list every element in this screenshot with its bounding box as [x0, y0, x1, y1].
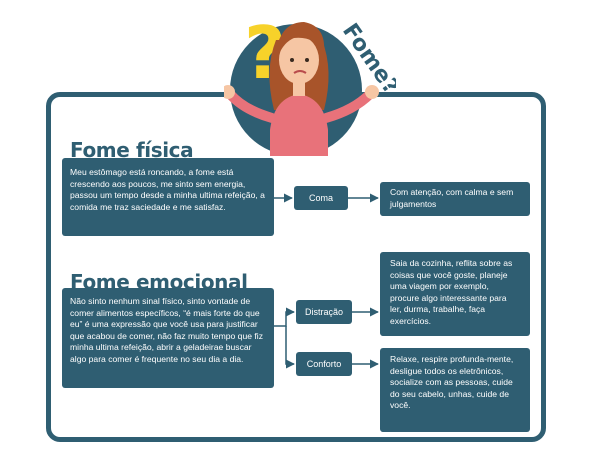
- action-eat-tag: Coma: [294, 186, 348, 210]
- comfort-advice-box: Relaxe, respire profunda-mente, desligue…: [380, 348, 530, 432]
- face: [279, 36, 319, 84]
- neck: [293, 80, 305, 96]
- physical-hunger-description: Meu estômago está roncando, a fome está …: [62, 158, 274, 236]
- arrow-emotional-to-comfort: [285, 326, 295, 369]
- physical-advice-box: Com atenção, com calma e sem julgamentos: [380, 182, 530, 216]
- arrow-emotional-to-distraction: [274, 307, 295, 327]
- hair-front: [276, 22, 325, 56]
- confused-woman-illustration: ? Fome?: [224, 11, 396, 156]
- eye-left: [290, 58, 294, 62]
- emotional-hunger-description: Não sinto nenhum sinal físico, sinto von…: [62, 288, 274, 388]
- option-distraction-tag: Distração: [296, 300, 352, 324]
- mouth: [293, 70, 307, 74]
- distraction-advice-box: Saia da cozinha, reflita sobre as coisas…: [380, 252, 530, 336]
- hand-right: [365, 85, 379, 99]
- eye-right: [305, 58, 309, 62]
- option-comfort-tag: Conforto: [296, 352, 352, 376]
- shirt: [270, 94, 328, 156]
- hand-left: [224, 85, 235, 99]
